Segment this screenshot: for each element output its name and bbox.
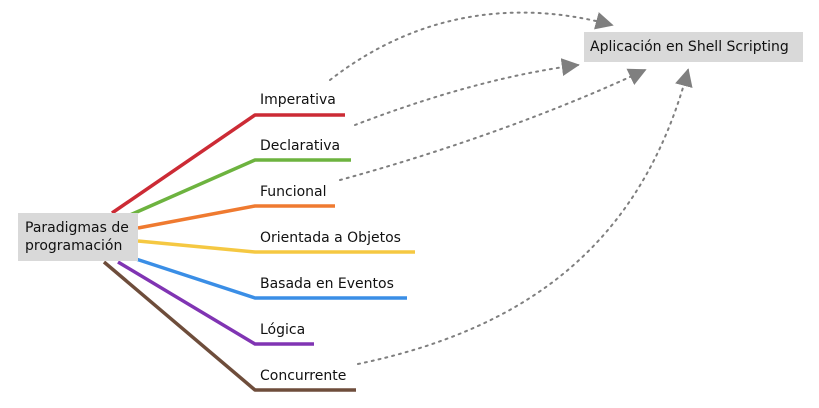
target-topic-label: Aplicación en Shell Scripting <box>590 39 789 55</box>
branch-line-funcional <box>137 204 335 230</box>
relationship-arrow-imperativa[interactable] <box>329 11 614 81</box>
branch-line-declarativa <box>129 158 351 217</box>
branch-line-imperativa <box>111 113 345 215</box>
branch-line-eventos <box>135 257 407 300</box>
branch-label-orientada[interactable]: Orientada a Objetos <box>260 230 401 246</box>
branch-label-eventos[interactable]: Basada en Eventos <box>260 276 394 292</box>
branch-line-logica <box>117 260 314 346</box>
branch-label-funcional[interactable]: Funcional <box>260 184 327 200</box>
branch-label-logica[interactable]: Lógica <box>260 322 306 338</box>
root-topic-line1: Paradigmas de <box>25 220 129 236</box>
relationship-arrow-declarativa[interactable] <box>354 58 580 126</box>
root-topic-line2: programación <box>25 238 123 254</box>
relationship-arrow-concurrente[interactable] <box>357 68 693 365</box>
target-topic-box[interactable]: Aplicación en Shell Scripting <box>584 32 803 62</box>
branch-line-orientada <box>137 239 415 254</box>
branch-label-concurrente[interactable]: Concurrente <box>260 368 347 384</box>
branch-label-declarativa[interactable]: Declarativa <box>260 138 341 154</box>
branch-label-imperativa[interactable]: Imperativa <box>260 92 336 108</box>
branch-line-concurrente <box>102 260 356 392</box>
root-topic-box[interactable]: Paradigmas de programación <box>18 213 138 261</box>
relationship-arrow-funcional[interactable] <box>339 68 647 181</box>
